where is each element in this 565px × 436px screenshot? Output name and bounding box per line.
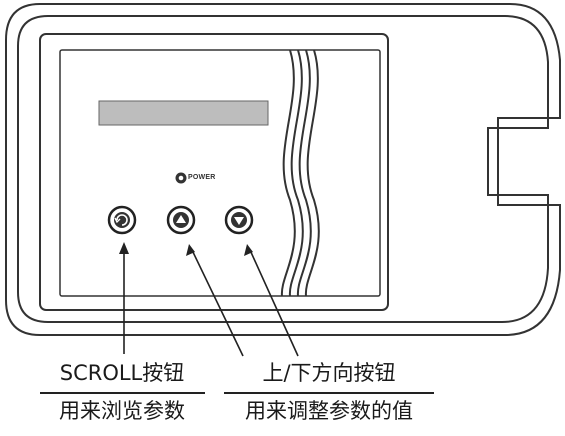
down-button [224,205,254,235]
scroll-icon [116,214,128,226]
control-panel [59,49,381,297]
cable-strand [280,49,296,297]
up-leader-line [191,249,244,357]
cable-strand [288,49,304,297]
up-arrowhead [186,244,195,256]
scroll-arrowhead [119,242,129,254]
down-arrowhead [244,244,253,256]
scroll-callout-title: SCROLL按钮 [59,361,185,385]
lcd-display [98,100,269,126]
updown-callout-title: 上/下方向按钮 [262,361,396,385]
updown-callout-rule [224,392,434,394]
updown-callout-desc: 用来调整参数的值 [245,399,413,423]
brand-text: POWER [188,174,216,181]
arrow-down-icon [234,217,244,225]
scroll-callout-rule [40,392,205,394]
scroll-callout-desc: 用来浏览参数 [59,399,185,423]
scroll-button [107,205,137,235]
up-button [166,205,196,235]
cable-strand [304,49,320,297]
device-outer-casing [5,3,561,336]
device-inner-casing [17,15,549,323]
cable-strand [296,49,312,297]
arrow-up-icon [176,215,186,223]
down-leader-line [249,249,299,357]
panel-bezel [39,33,389,311]
